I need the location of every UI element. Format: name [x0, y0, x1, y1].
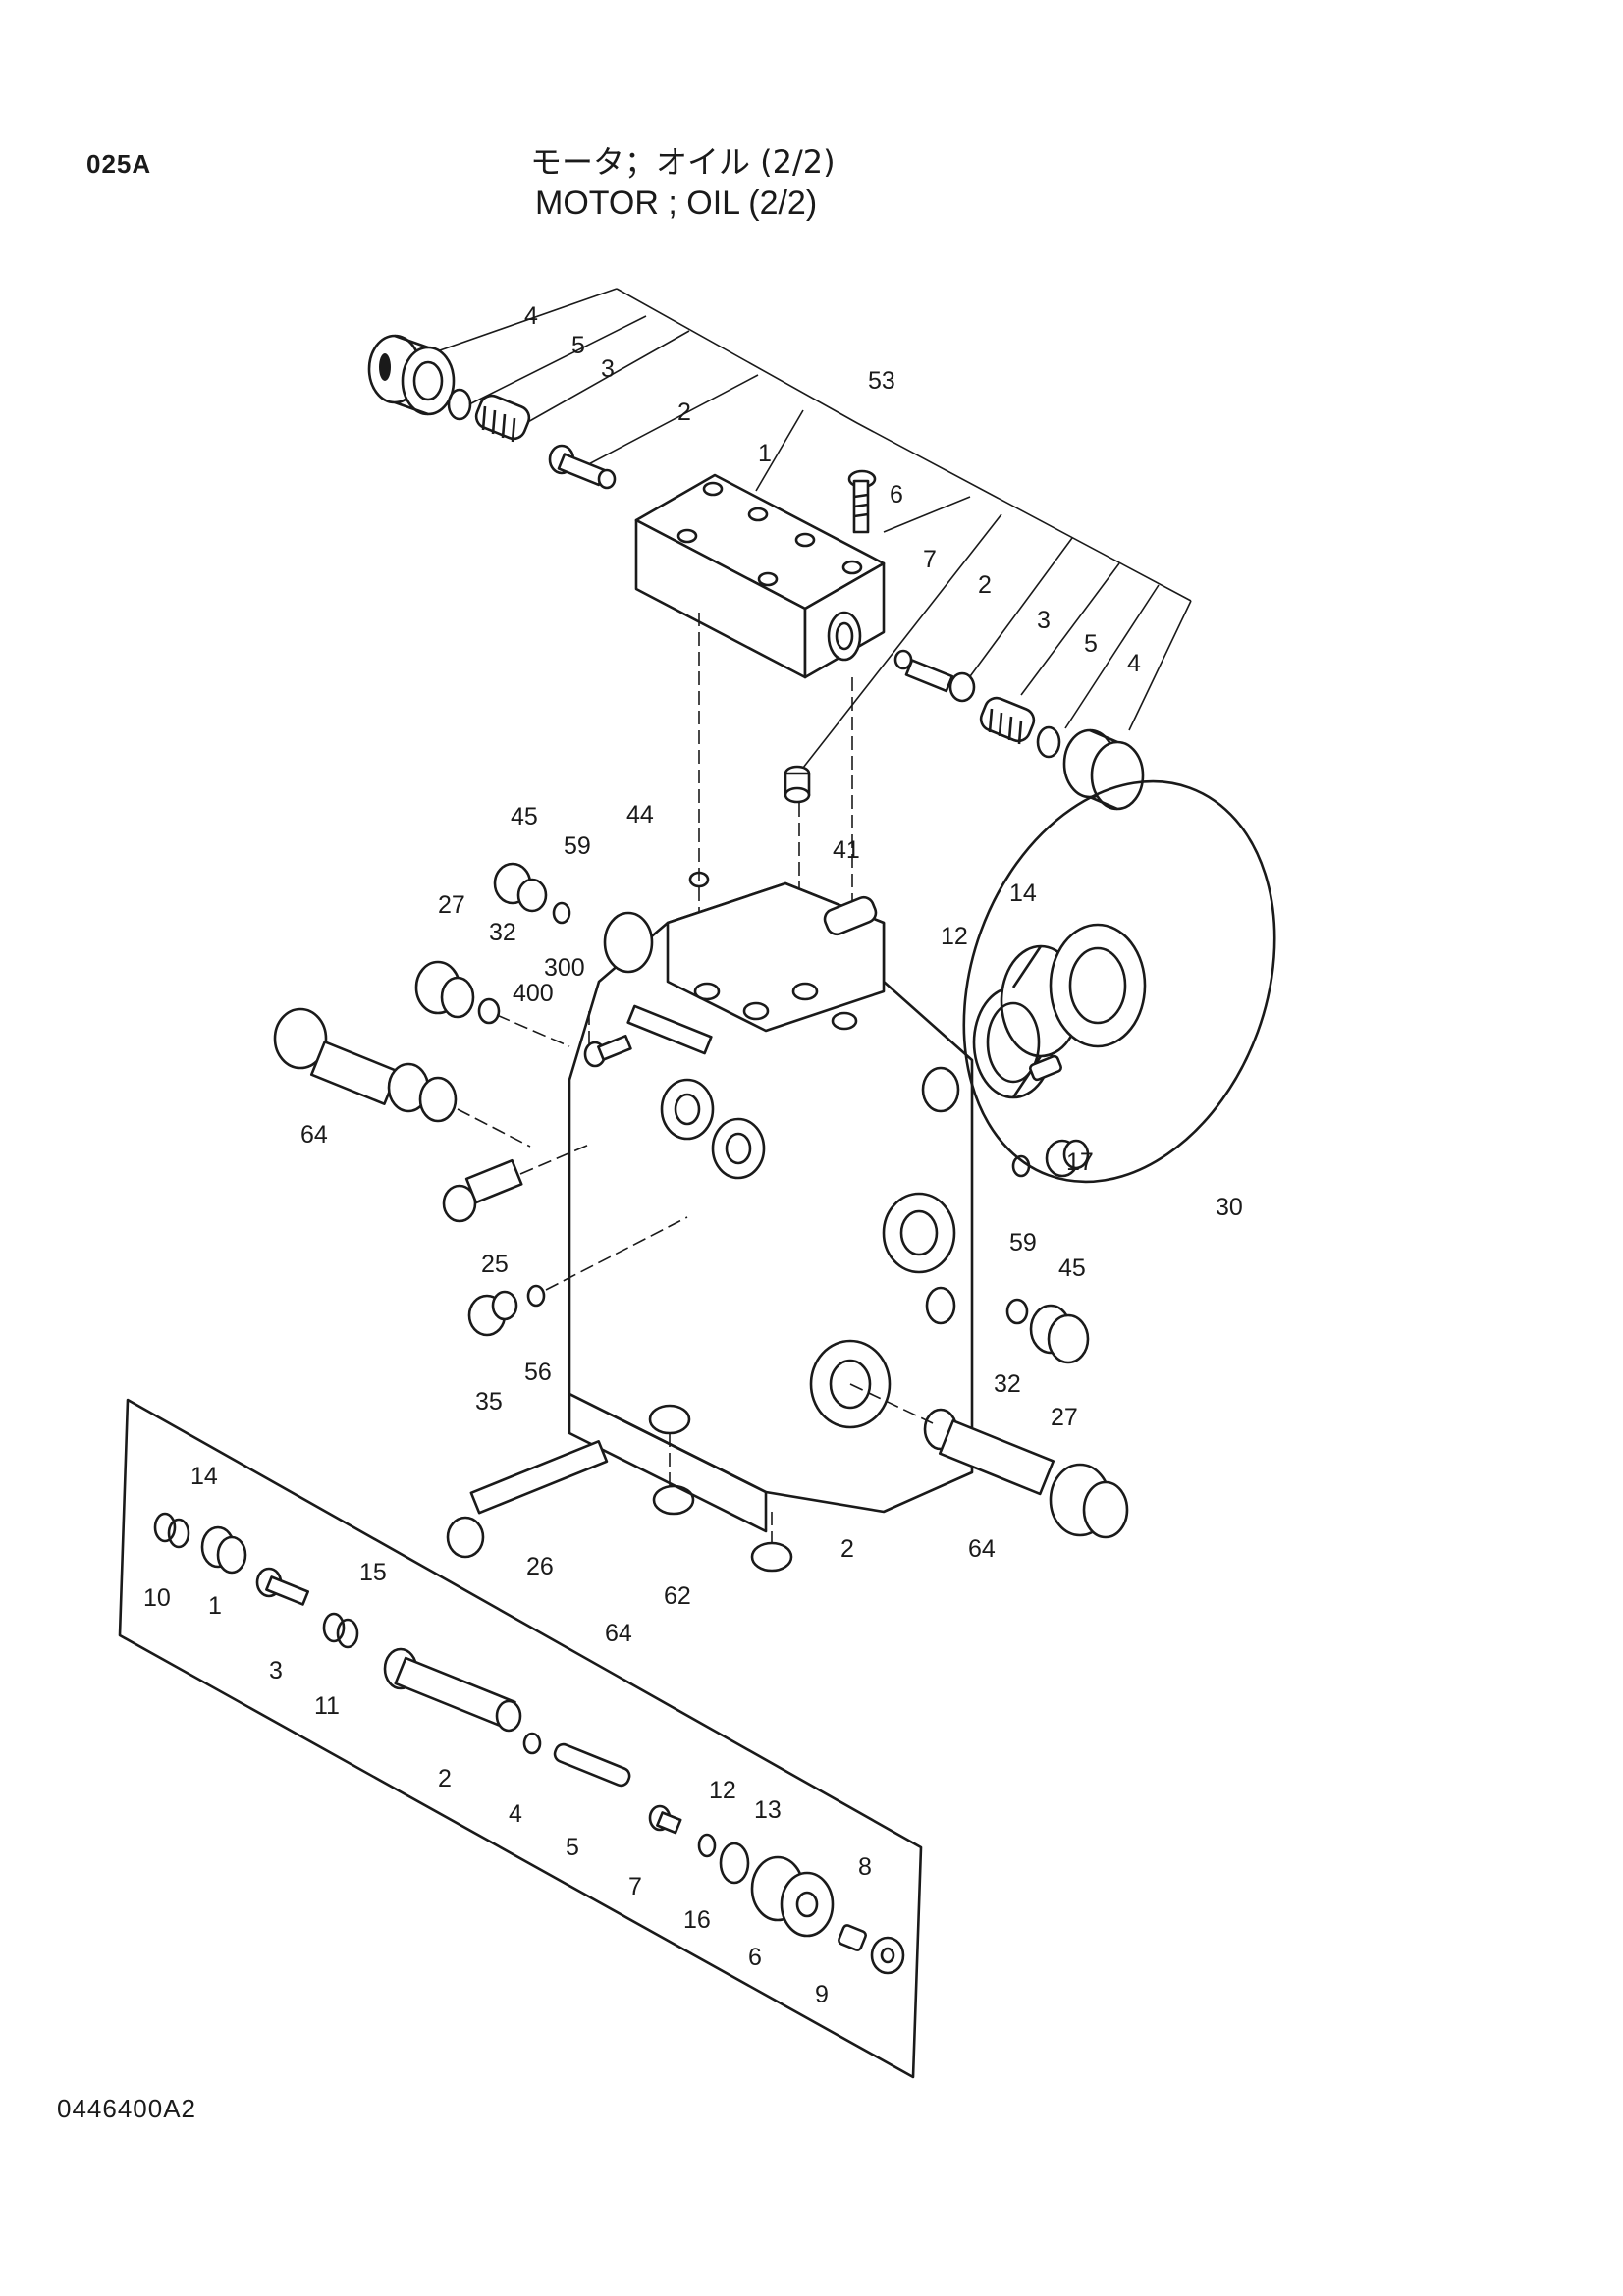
callout: 44 [626, 801, 654, 828]
callout: 5 [566, 1834, 579, 1861]
callout: 4 [1127, 650, 1141, 677]
callout: 2 [840, 1535, 854, 1563]
callout: 4 [524, 302, 538, 330]
callout: 17 [1066, 1148, 1094, 1176]
callout: 32 [994, 1370, 1021, 1398]
callout: 4 [509, 1800, 522, 1828]
callout: 7 [923, 546, 937, 573]
callout: 3 [601, 355, 615, 383]
callout: 12 [941, 923, 968, 950]
callout: 3 [1037, 607, 1051, 634]
callout: 8 [858, 1853, 872, 1881]
callout: 6 [890, 481, 903, 508]
callout: 59 [564, 832, 591, 860]
callout: 56 [524, 1359, 552, 1386]
callout: 13 [754, 1796, 782, 1824]
o-ring-5-right [1036, 725, 1061, 759]
callout: 2 [438, 1765, 452, 1792]
callout: 6 [748, 1944, 762, 1971]
callout: 14 [1009, 880, 1037, 907]
plug-4-left [367, 334, 456, 416]
callout: 64 [300, 1121, 328, 1148]
plug-4-right [1062, 728, 1145, 811]
callout: 30 [1216, 1194, 1243, 1221]
callout: 9 [815, 1981, 829, 2008]
callout: 35 [475, 1388, 503, 1415]
callout: 15 [359, 1559, 387, 1586]
motor-housing [568, 881, 974, 1533]
bolt-6 [847, 469, 877, 534]
spring-3-left [474, 394, 531, 443]
plug-7 [784, 765, 811, 804]
spring-3-right [979, 696, 1036, 745]
callout: 400 [513, 980, 554, 1007]
callout: 3 [269, 1657, 283, 1684]
callout: 5 [1084, 630, 1098, 658]
callout: 1 [758, 440, 772, 467]
top-valve-assembly [367, 288, 1192, 1011]
figure-number: 0446400A2 [57, 2094, 197, 2123]
callout-labels: 4 5 3 2 1 53 6 7 2 3 5 4 45 59 44 41 27 … [143, 302, 1243, 2008]
callout: 62 [664, 1582, 691, 1610]
callout: 300 [544, 954, 585, 982]
poppet-2-left [548, 444, 617, 490]
callout: 5 [571, 332, 585, 359]
o-ring-5-left [447, 388, 472, 421]
callout: 2 [677, 399, 691, 426]
callout: 27 [438, 891, 465, 919]
callout: 45 [1058, 1255, 1086, 1282]
callout: 59 [1009, 1229, 1037, 1256]
callout: 14 [190, 1463, 218, 1490]
section-code: 025A [86, 149, 152, 179]
callout: 27 [1051, 1404, 1078, 1431]
callout: 64 [968, 1535, 996, 1563]
callout: 41 [833, 836, 860, 864]
callout: 45 [511, 803, 538, 830]
callout: 1 [208, 1592, 222, 1620]
callout: 16 [683, 1906, 711, 1934]
valve-block-1 [634, 473, 886, 679]
callout: 11 [314, 1692, 340, 1720]
callout: 25 [481, 1251, 509, 1278]
callout: 2 [978, 571, 992, 599]
check-valve-64-exploded [118, 1398, 923, 2079]
callout: 53 [868, 367, 895, 395]
callout: 12 [709, 1777, 736, 1804]
callout: 7 [628, 1873, 642, 1900]
poppet-2-right [893, 649, 976, 703]
housing-accessories [273, 779, 1276, 1573]
callout: 10 [143, 1584, 171, 1612]
title-english: MOTOR ; OIL (2/2) [535, 185, 818, 222]
title-japanese: モータ；オイル (2/2) [530, 143, 836, 181]
callout: 32 [489, 919, 516, 946]
callout: 26 [526, 1553, 554, 1580]
callout: 64 [605, 1620, 632, 1647]
